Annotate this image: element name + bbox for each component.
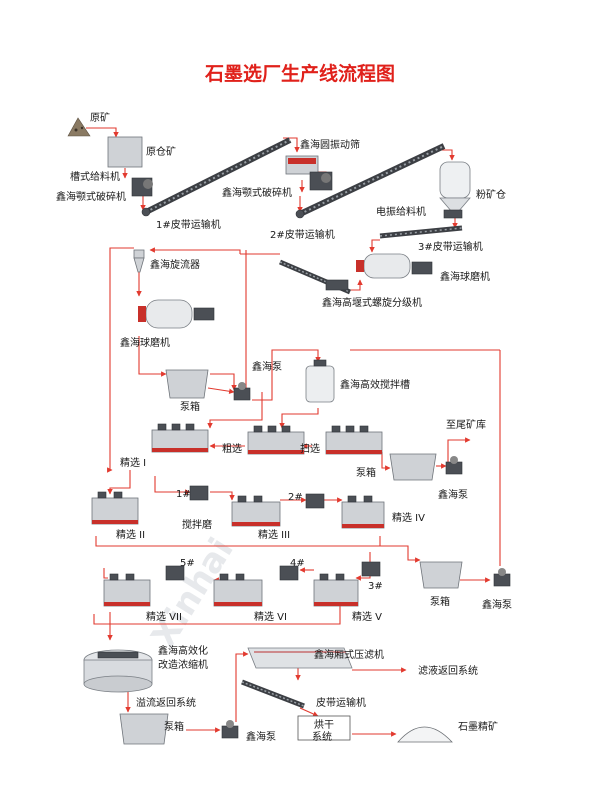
spiral-classifier-icon	[279, 259, 351, 295]
vibrating-screen-icon	[285, 155, 319, 175]
label-pump-1: 鑫海泵	[252, 360, 282, 373]
flow-lines	[86, 127, 501, 737]
slurry-pump-4-icon	[221, 720, 239, 739]
powder-bin-icon	[439, 161, 471, 213]
label-dryer-line-1: 烘干	[314, 719, 334, 731]
label-filter-press: 鑫海厢式压滤机	[314, 648, 384, 661]
label-mill-3: 3#	[368, 581, 383, 592]
label-pump-box-4: 泵箱	[164, 720, 184, 733]
label-ball-mill-1: 鑫海球磨机	[440, 270, 490, 283]
jaw-crusher-1-icon	[131, 177, 153, 197]
label-spiral-classifier: 鑫海高堰式螺旋分级机	[322, 296, 422, 309]
raw-ore-pile-icon	[67, 117, 91, 137]
ball-mill-1-icon	[356, 253, 433, 279]
label-belt-conveyor: 皮带运输机	[316, 696, 366, 709]
raw-bin-icon	[107, 136, 143, 168]
label-mill-5: 5#	[180, 558, 195, 569]
stirred-mill-5-icon	[165, 565, 185, 581]
labels: 原矿 原仓矿 槽式给料机 鑫海颚式破碎机 1#皮带运输机 鑫海圆振动筛 鑫海颚式…	[56, 111, 512, 743]
pump-box-2-icon	[389, 453, 437, 481]
label-cleaner-4: 精选 IV	[392, 511, 425, 524]
flotation-cell-rougher-icon	[247, 425, 305, 455]
jaw-crusher-2-icon	[309, 171, 333, 191]
label-overflow: 溢流返回系统	[136, 696, 196, 709]
label-pump-box-3: 泵箱	[430, 595, 450, 608]
pump-box-4-icon	[119, 713, 169, 745]
flotation-cell-cleaner-5-icon	[313, 573, 359, 607]
label-tailings: 至尾矿库	[446, 418, 486, 431]
label-scavenger: 扫选	[300, 442, 320, 455]
agitation-tank-icon	[305, 359, 335, 403]
label-stirred-mill: 搅拌磨	[182, 518, 212, 531]
page-title: 石墨选厂生产线流程图	[204, 62, 395, 85]
ball-mill-2-icon	[138, 299, 215, 329]
label-ball-mill-2: 鑫海球磨机	[120, 336, 170, 349]
hydrocyclone-icon	[133, 249, 145, 273]
stirred-mill-4-icon	[279, 565, 299, 581]
label-conveyor-3: 3#皮带运输机	[418, 240, 483, 253]
drying-system-box	[297, 715, 351, 741]
filter-press-icon	[247, 647, 353, 669]
thickener-icon	[83, 649, 153, 693]
stirred-mill-1-icon	[189, 485, 209, 501]
label-pump-3: 鑫海泵	[482, 598, 512, 611]
belt-conveyor-2-icon	[295, 143, 446, 219]
label-rougher: 粗选	[222, 442, 242, 455]
label-mill-1: 1#	[176, 489, 191, 500]
label-product: 石墨精矿	[458, 720, 498, 733]
label-mill-4: 4#	[290, 558, 305, 569]
label-vibrating-screen: 鑫海圆振动筛	[300, 138, 360, 151]
label-raw-ore: 原矿	[90, 111, 110, 124]
belt-conveyor-3-icon	[379, 225, 463, 239]
label-jaw-crusher-2: 鑫海颚式破碎机	[222, 186, 292, 199]
slurry-pump-1-icon	[233, 382, 251, 401]
label-conveyor-2: 2#皮带运输机	[270, 228, 335, 241]
flotation-cell-cleaner-7-icon	[103, 573, 151, 607]
label-pump-2: 鑫海泵	[438, 488, 468, 501]
flotation-cell-scavenger-icon	[325, 425, 383, 455]
label-vibrating-feeder: 电振给料机	[376, 205, 426, 218]
label-cleaner-5: 精选 V	[352, 610, 382, 623]
label-cleaner-2: 精选 II	[116, 528, 145, 541]
label-thickener-line-1: 鑫海高效化	[158, 644, 208, 657]
label-hydrocyclone: 鑫海旋流器	[150, 258, 200, 271]
graphite-concentrate-pile-icon	[397, 726, 453, 743]
stirred-mill-2-icon	[305, 493, 325, 509]
label-powder-bin: 粉矿仓	[476, 188, 506, 201]
label-raw-bin: 原仓矿	[146, 145, 176, 158]
label-cleaner-1: 精选 I	[120, 456, 146, 469]
stirred-mill-3-icon	[361, 561, 381, 577]
label-conveyor-1: 1#皮带运输机	[156, 218, 221, 231]
label-trough-feeder: 槽式给料机	[70, 170, 120, 183]
label-pump-4: 鑫海泵	[246, 730, 276, 743]
vibrating-feeder-icon	[443, 209, 463, 219]
label-cleaner-3: 精选 III	[258, 528, 290, 541]
label-agitation-tank: 鑫海高效搅拌槽	[340, 378, 410, 391]
flotation-cell-cleaner-3-icon	[231, 495, 281, 527]
label-thickener-line-2: 改造浓缩机	[158, 658, 208, 671]
pump-box-3-icon	[419, 561, 463, 589]
slurry-pump-2-icon	[445, 456, 463, 475]
pump-box-1-icon	[165, 369, 209, 399]
slurry-pump-3-icon	[493, 568, 511, 587]
flotation-cell-cleaner-6-icon	[213, 573, 263, 607]
flotation-cell-cleaner-4-icon	[341, 495, 385, 529]
belt-conveyor-1-icon	[141, 137, 292, 217]
label-dryer-line-2: 系统	[312, 730, 332, 743]
label-jaw-crusher-1: 鑫海颚式破碎机	[56, 190, 126, 203]
label-cleaner-6: 精选 VI	[254, 610, 287, 623]
flotation-cell-cleaner-2-icon	[91, 491, 139, 525]
label-pump-box-2: 泵箱	[356, 466, 376, 479]
belt-conveyor-icon	[241, 679, 305, 709]
label-pump-box-1: 泵箱	[180, 400, 200, 413]
label-cleaner-7: 精选 VII	[146, 610, 182, 623]
label-filtrate: 滤液返回系统	[418, 664, 478, 677]
flotation-cell-cleaner-1-icon	[151, 423, 209, 453]
label-mill-2: 2#	[288, 492, 303, 503]
